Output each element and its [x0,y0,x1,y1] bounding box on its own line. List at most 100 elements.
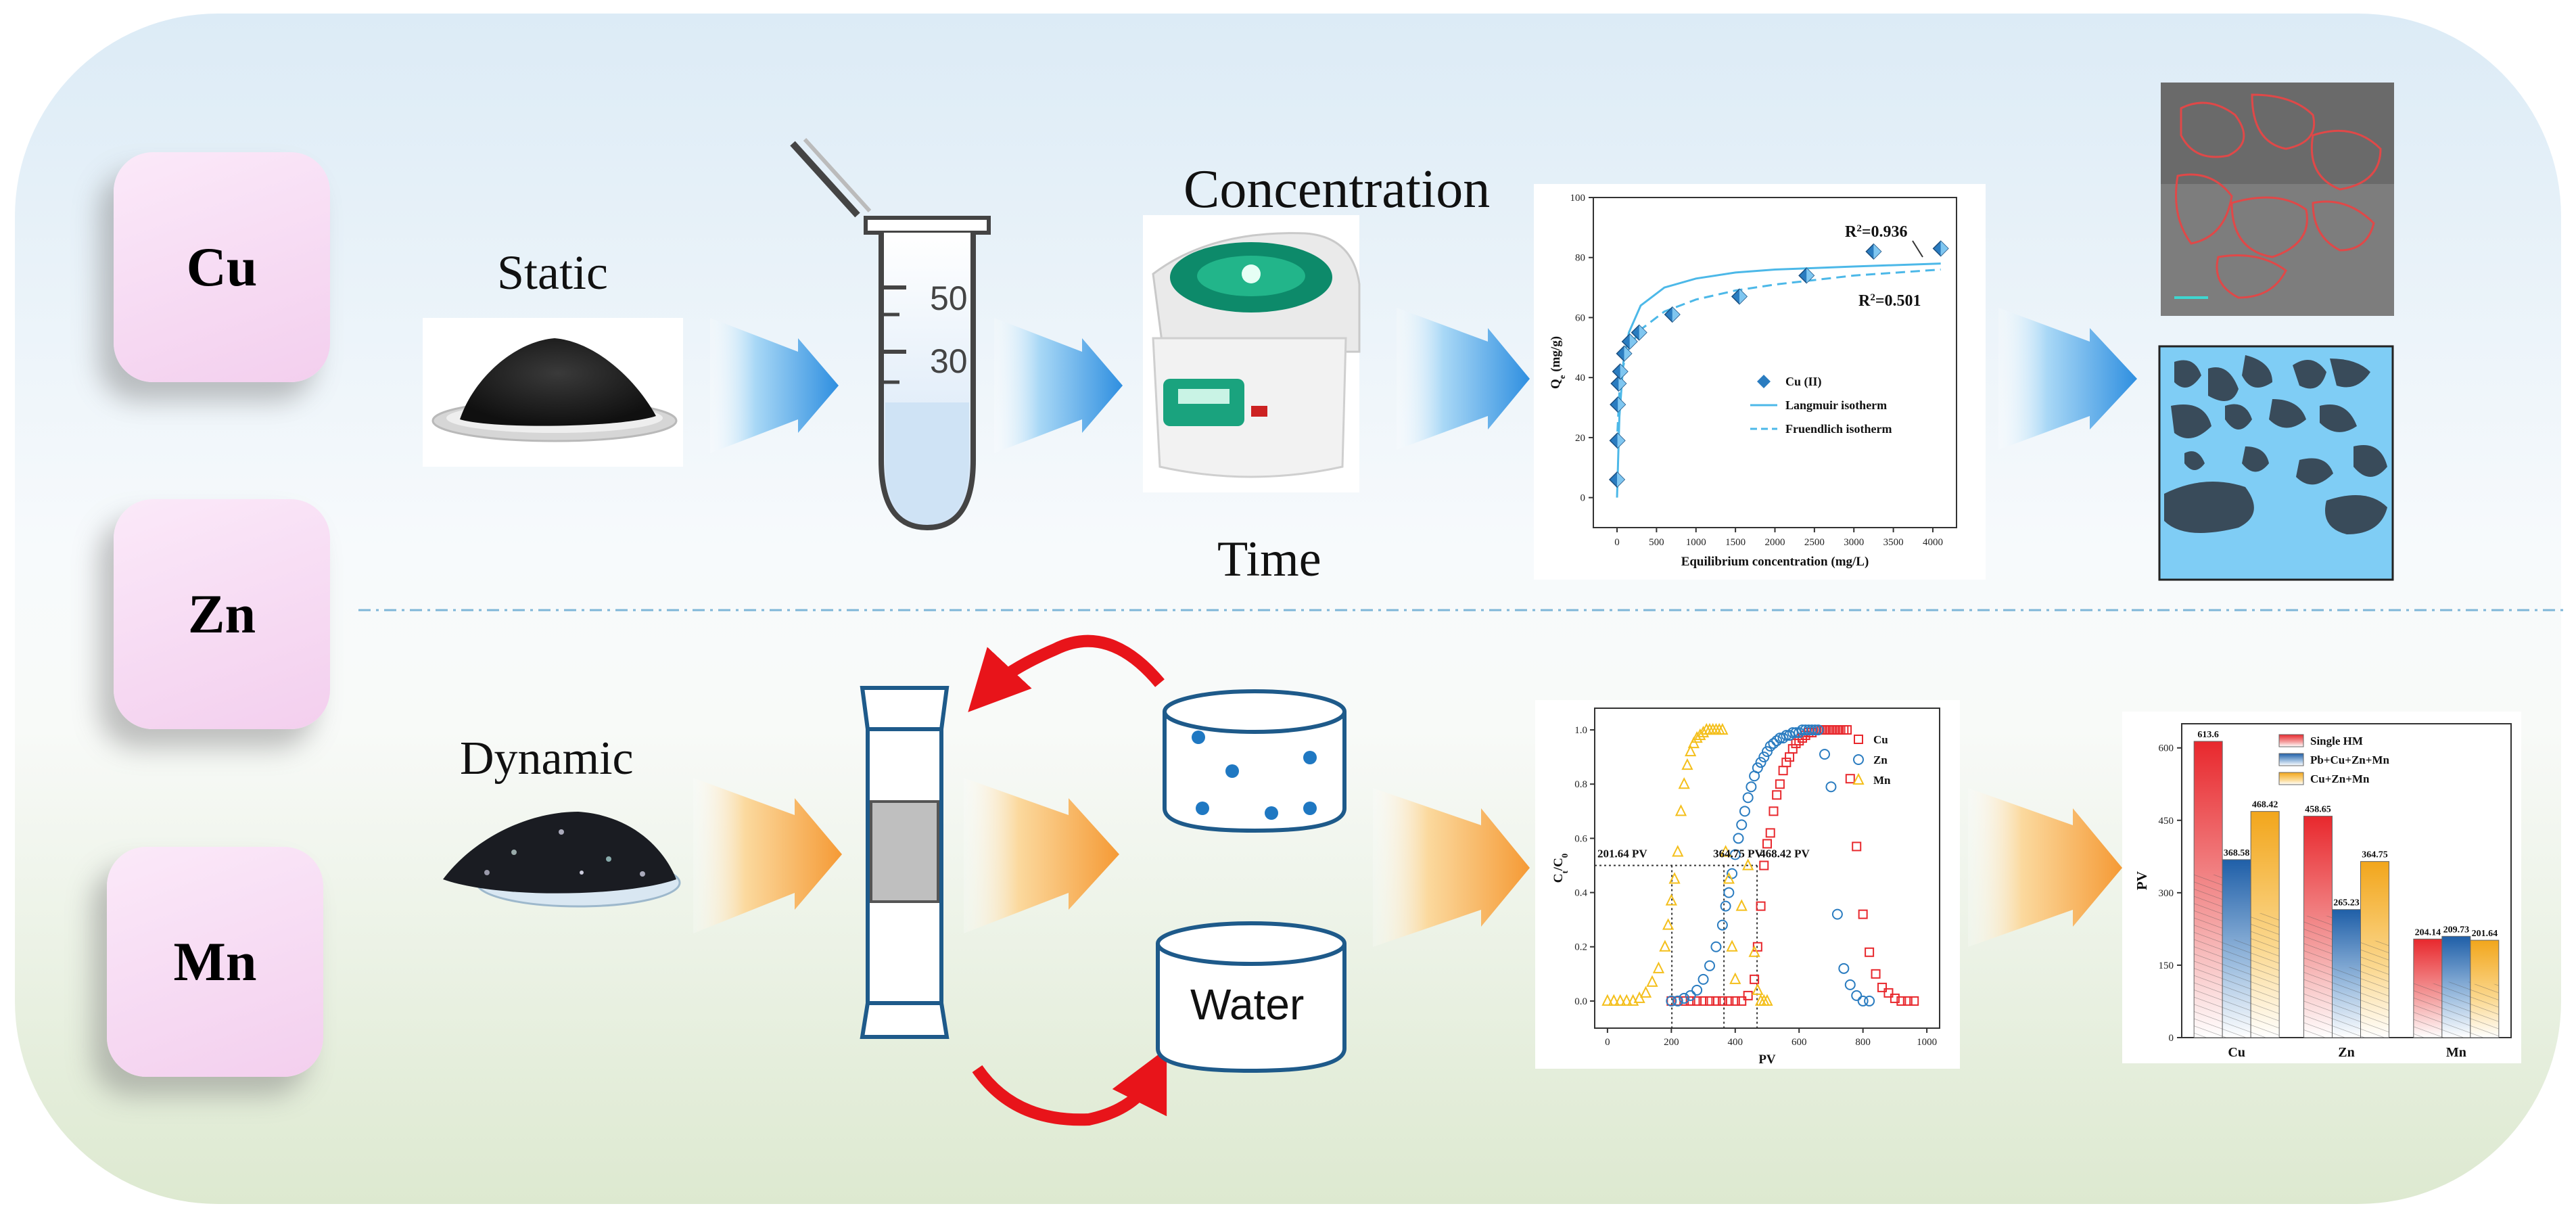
data-point [1719,845,1732,857]
data-point [1790,727,1802,739]
data-point [1659,940,1671,952]
data-point [1812,724,1824,736]
bar-value-label: 265.23 [2333,898,2360,908]
data-point [1890,993,1900,1003]
x-tick-label: 3000 [1844,537,1864,548]
data-point [1857,995,1869,1006]
data-point [1858,909,1868,919]
centrifuge-icon [1143,215,1361,492]
data-point [1665,894,1677,906]
legend-swatch [2278,734,2304,747]
y-tick-label: 0 [2169,1033,2174,1044]
data-point [1646,975,1658,987]
data-point [1710,941,1722,952]
y-tick-label: 100 [1570,193,1586,204]
data-point-highlight [1624,346,1632,361]
data-point [1723,872,1735,884]
bar-hatch [2194,875,2223,1038]
x-tick-label: 600 [1792,1037,1807,1048]
static-arrows [710,308,2137,453]
data-point [1871,969,1881,979]
category-label: Zn [2338,1045,2354,1060]
data-point [1825,781,1837,793]
legend-label: Zn [1873,754,1888,766]
data-point [1746,781,1757,793]
arrow-icon [710,318,839,453]
metal-label-text: Mn [173,931,257,992]
bar-hatch [2360,940,2389,1038]
data-point-highlight [1639,325,1647,340]
legend-label: Cu [1873,733,1888,746]
data-point [1662,918,1675,930]
legend-marker [1757,375,1771,388]
r2-langmuir: R2=0.936 [1845,223,1908,241]
data-point [1691,984,1703,996]
data-point [1698,996,1708,1006]
x-tick-label: 0 [1605,1037,1610,1048]
legend-swatch [2278,753,2304,766]
data-point [1758,751,1770,763]
data-point [1697,973,1709,985]
r2-freundlich: R2=0.501 [1858,292,1921,310]
data-point [1759,860,1769,871]
bar-hatch [2303,915,2333,1038]
data-point [1678,777,1690,789]
data-point [1764,741,1776,752]
data-point [1692,996,1702,1006]
y-axis-label: PV [2134,871,2150,890]
column-icon [860,686,950,1039]
concentration-label: Concentration [1184,160,1491,219]
pv-annotation: 468.42 PV [1760,847,1810,860]
data-point [1784,730,1796,741]
data-point [1727,868,1738,879]
dynamic-arrows [693,778,2122,947]
y-axis-label: Qe (mg/g) [1549,336,1567,389]
legend-label: Fruendlich isotherm [1785,422,1892,436]
x-tick-label: 1000 [1686,537,1706,548]
data-point [1666,995,1677,1006]
arrow-icon [1397,308,1530,450]
x-tick-label: 1500 [1725,537,1746,548]
arrow-icon [693,778,842,933]
data-point [1781,758,1792,768]
data-point [1771,735,1783,747]
x-tick-label: 400 [1728,1037,1743,1048]
legend-label: Mn [1873,774,1891,787]
bar-value-label: 458.65 [2305,805,2331,815]
arrow-icon [1968,788,2122,947]
metal-label-text: Cu [186,236,258,298]
data-point [1883,988,1894,998]
x-tick-label: 0 [1614,537,1620,548]
x-axis-label: Equilibrium concentration (mg/L) [1681,555,1869,569]
data-point [1768,738,1779,749]
data-point [1902,996,1913,1006]
segmentation-map-icon [2158,345,2394,581]
legend-label: Pb+Cu+Zn+Mn [2310,754,2389,766]
bar-hatch [2413,983,2442,1038]
data-point [1852,841,1862,852]
data-point [1765,828,1775,838]
tube-mark-50: 50 [930,279,968,317]
data-point [1614,994,1626,1006]
bar-value-label: 201.64 [2472,929,2498,939]
x-tick-label: 800 [1855,1037,1871,1048]
data-point [1736,819,1748,831]
metal-label-cu: Cu [114,152,330,382]
bar-hatch [2222,940,2251,1038]
water-label: Water [1190,980,1305,1029]
data-point [1775,779,1785,789]
data-point-highlight [1940,241,1948,256]
data-point [1711,996,1721,1006]
data-point [1752,983,1764,995]
x-tick-label: 3500 [1883,537,1904,548]
legend-swatch [2278,772,2304,785]
bar-hatch [2441,981,2470,1038]
y-tick-label: 150 [2159,960,2174,971]
data-point [1685,744,1697,757]
data-point-highlight [1806,268,1814,283]
metal-label-mn: Mn [107,847,323,1077]
data-point [1720,900,1731,912]
